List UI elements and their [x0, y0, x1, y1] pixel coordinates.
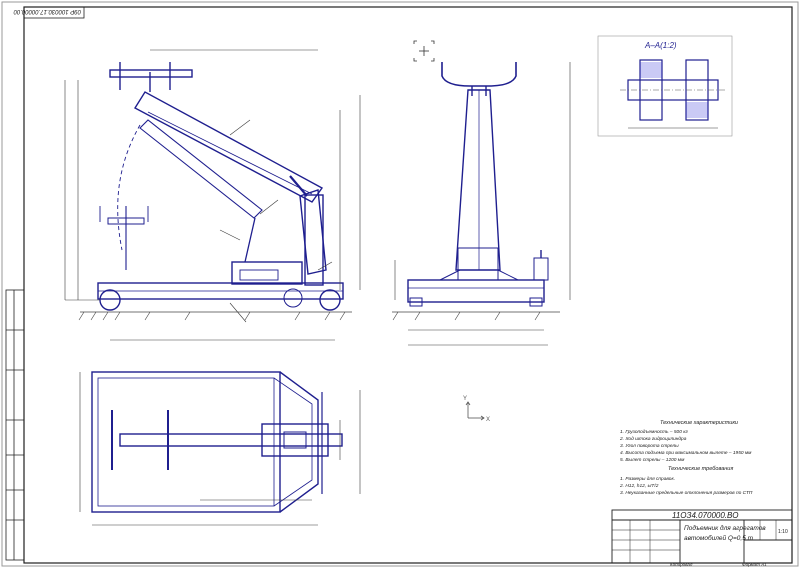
- tech-item: 1. Грузоподъемность – 500 кг: [620, 429, 688, 435]
- column: [304, 194, 324, 286]
- front-base: [407, 279, 545, 303]
- cross-beam: [109, 69, 193, 78]
- ucs-axis-icon: Y X: [463, 396, 490, 423]
- plan-boom-head: [261, 423, 329, 457]
- side-view: [64, 49, 361, 341]
- tech-notes: Технические характеристики 1. Грузоподъе…: [619, 420, 753, 496]
- title-line-2: автомобилей Q=0,5 т: [684, 534, 754, 542]
- designation-main: 11ОЗ4.070000.ВО: [672, 511, 738, 520]
- tech-item: 3. Угол поворота стрелы: [620, 443, 679, 449]
- req-title: Технические требования: [668, 466, 733, 472]
- left-margin-stamps: [5, 289, 25, 561]
- req-item: 2. Н12, h12, ±IT/2: [619, 483, 659, 489]
- pump-block: [231, 261, 303, 285]
- section-label: А–А(1:2): [644, 41, 677, 50]
- svg-text:X: X: [486, 417, 490, 423]
- tech-item: 2. Ход штока гидроцилиндра: [619, 436, 687, 442]
- req-item: 1. Размеры для справок.: [620, 476, 675, 482]
- scale-value: 1:10: [778, 529, 788, 535]
- view-center-crosshair-icon: [413, 40, 435, 62]
- corner-stamp-text: 09Р 100030.17.00000.00: [13, 8, 81, 14]
- boom: [134, 91, 324, 203]
- section-hatch-right: [686, 102, 708, 118]
- plan-center-beam: [119, 433, 343, 447]
- footer-right: Формат А1: [742, 562, 767, 567]
- tech-item: 5. Вылет стрелы – 1200 мм: [620, 457, 685, 463]
- footer-left: Копировал: [670, 562, 693, 567]
- tech-title: Технические характеристики: [660, 420, 738, 426]
- front-wheel: [99, 289, 121, 311]
- section-hatch-left: [640, 62, 662, 78]
- front-view: [392, 62, 571, 346]
- title-line-1: Подъемник для агрегатов: [684, 524, 766, 532]
- sheet-inner-frame: [23, 6, 793, 564]
- req-item: 3. Неуказанные предельные отклонения раз…: [620, 490, 753, 496]
- plan-view: [79, 371, 361, 526]
- section-a-a: А–А(1:2): [597, 35, 733, 137]
- front-column: [455, 89, 501, 271]
- plan-frame: [91, 371, 281, 513]
- hydraulic-cylinder: [299, 189, 327, 275]
- title-block: [611, 509, 793, 564]
- tech-item: 4. Высота подъема при максимальном вылет…: [620, 450, 752, 456]
- rear-wheel: [319, 289, 341, 311]
- corner-stamp: 09Р 100030.17.00000.00: [13, 6, 85, 19]
- svg-text:Y: Y: [463, 396, 467, 402]
